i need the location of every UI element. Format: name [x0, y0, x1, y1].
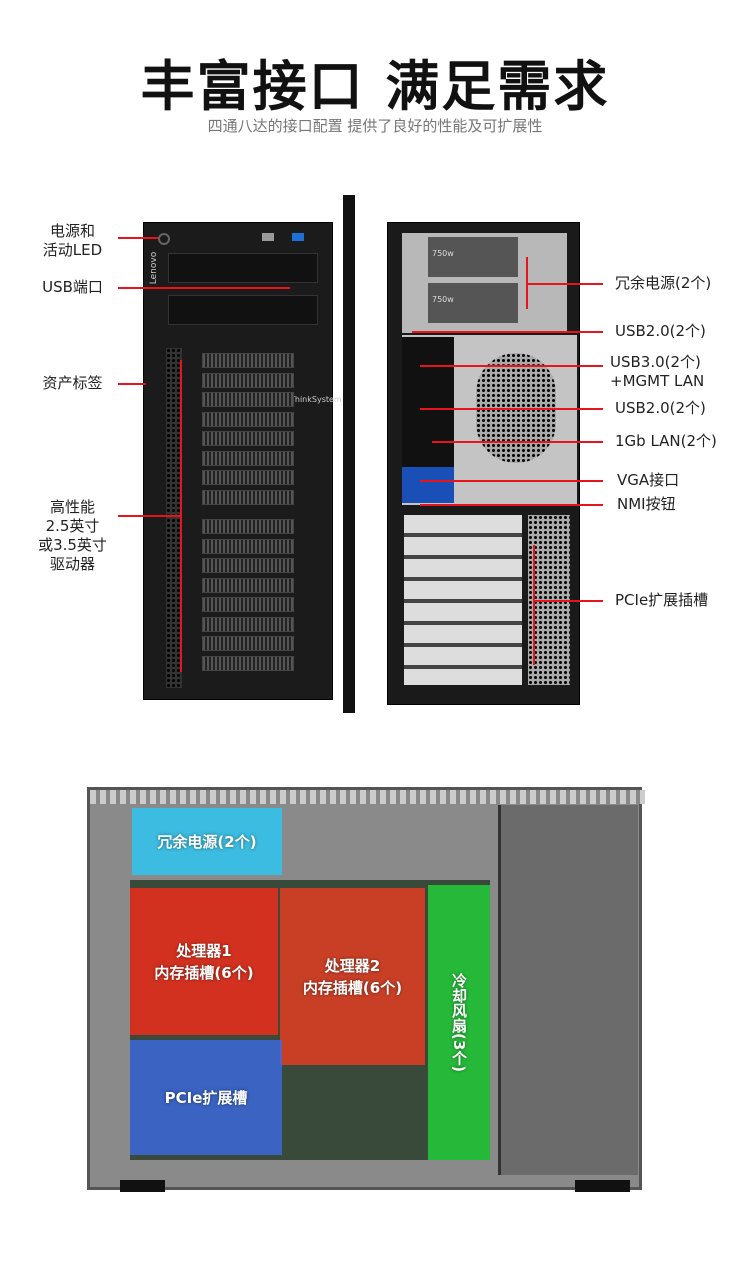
overlay-line: 处理器1 — [176, 941, 232, 960]
front-usb-port — [262, 233, 274, 241]
label-usb: USB端口 — [42, 278, 103, 296]
label-nmi: NMI按钮 — [617, 495, 676, 513]
drive-bay — [202, 392, 294, 407]
drive-bay — [202, 431, 294, 446]
drive-bay — [202, 636, 294, 651]
drive-bay — [202, 411, 294, 427]
front-vent — [166, 348, 182, 688]
callout-line — [118, 237, 158, 239]
drive-bay — [202, 450, 294, 466]
drive-bay — [202, 519, 294, 534]
label-pcie: PCIe扩展插槽 — [615, 591, 709, 609]
label-line: USB3.0(2个) — [610, 353, 701, 371]
callout-line — [118, 287, 290, 289]
overlay-line: 内存插槽(6个) — [302, 978, 403, 997]
rear-server: 750w 750w — [387, 222, 580, 705]
overlay-pcie: PCIe扩展槽 — [130, 1040, 282, 1155]
page-title: 丰富接口 满足需求 — [140, 55, 610, 118]
label-usb2-a: USB2.0(2个) — [615, 322, 706, 340]
label-line: 活动LED — [42, 241, 103, 259]
callout-line — [528, 283, 603, 285]
drive-bay — [202, 558, 294, 573]
label-psu: 冗余电源(2个) — [615, 274, 712, 292]
callout-line — [118, 383, 146, 385]
callout-line — [420, 504, 603, 506]
callout-line — [535, 600, 603, 602]
label-usb3: USB3.0(2个)+MGMT LAN — [610, 353, 704, 391]
chassis-top-rail — [90, 790, 645, 804]
chassis-foot-left — [120, 1180, 165, 1192]
overlay-cpu1: 处理器1 内存插槽(6个) — [130, 888, 278, 1035]
drive-bay — [202, 353, 294, 368]
callout-bracket — [533, 545, 535, 665]
drive-bay — [202, 655, 294, 671]
drive-bay — [202, 597, 294, 612]
callout-line — [118, 515, 180, 517]
io-panel — [402, 337, 454, 467]
label-lan: 1Gb LAN(2个) — [615, 432, 717, 450]
front-bezel-door — [343, 195, 355, 713]
drive-bay — [202, 489, 294, 505]
drive-bay — [202, 577, 294, 593]
front-usb3-port — [292, 233, 304, 241]
label-line: 高性能 — [49, 498, 95, 516]
drive-bay — [202, 470, 294, 485]
chassis-foot-right — [575, 1180, 630, 1192]
callout-line — [420, 480, 603, 482]
drive-bay — [202, 372, 294, 388]
label-line: 或3.5英寸 — [38, 536, 107, 554]
pcie-slots — [404, 515, 522, 685]
psu-2: 750w — [428, 283, 518, 323]
label-line: 2.5英寸 — [45, 517, 100, 535]
label-line: +MGMT LAN — [610, 372, 705, 390]
psu-rating: 750w — [432, 249, 454, 258]
overlay-cpu2: 处理器2 内存插槽(6个) — [280, 888, 425, 1065]
page-subtitle: 四通八达的接口配置 提供了良好的性能及可扩展性 — [207, 117, 543, 135]
model-label: ThinkSystem — [290, 395, 342, 404]
overlay-psu: 冗余电源(2个) — [132, 808, 282, 875]
optical-bay-1 — [168, 253, 318, 283]
brand-logo: Lenovo — [149, 251, 160, 285]
callout-line — [420, 365, 603, 367]
label-line: 电源和 — [49, 222, 95, 240]
overlay-line: 内存插槽(6个) — [154, 963, 254, 982]
overlay-line: 处理器2 — [324, 956, 381, 975]
label-asset-tag: 资产标签 — [42, 374, 103, 392]
optical-bay-2 — [168, 295, 318, 325]
overlay-fans: 冷却风扇(3个) — [428, 885, 490, 1160]
label-line: 驱动器 — [49, 555, 95, 573]
drive-cage — [498, 805, 638, 1175]
overlay-line: 冷却风扇(3个) — [450, 972, 468, 1073]
psu-rating: 750w — [432, 295, 454, 304]
callout-line — [412, 331, 603, 333]
front-server: Lenovo ThinkSystem — [143, 222, 342, 700]
psu-1: 750w — [428, 237, 518, 277]
callout-bracket — [180, 360, 182, 672]
drive-bay — [202, 616, 294, 632]
drive-bay — [202, 538, 294, 554]
power-button — [158, 233, 170, 245]
label-vga: VGA接口 — [617, 471, 680, 489]
label-usb2-b: USB2.0(2个) — [615, 399, 706, 417]
callout-line — [420, 408, 603, 410]
vga-port — [402, 467, 454, 503]
label-power-led: 电源和活动LED — [30, 222, 115, 260]
callout-line — [432, 441, 603, 443]
callout-bracket — [526, 257, 528, 309]
